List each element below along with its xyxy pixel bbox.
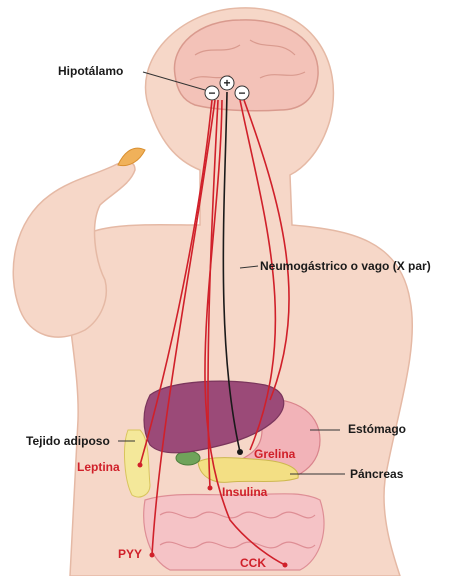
intestines — [144, 494, 324, 570]
endpoint-cck — [283, 563, 288, 568]
hormone-insulina: Insulina — [222, 485, 267, 499]
label-tejido-adiposo: Tejido adiposo — [26, 434, 110, 448]
hormone-cck: CCK — [240, 556, 266, 570]
vagus-endpoint — [237, 449, 243, 455]
label-estomago: Estómago — [348, 422, 406, 436]
label-nervio-vago: Neumogástrico o vago (X par) — [260, 259, 431, 273]
endpoint-insulina — [208, 486, 213, 491]
nucleus-center-sign: + — [223, 76, 230, 90]
hormone-grelina: Grelina — [254, 447, 295, 461]
nucleus-right-sign: − — [238, 86, 245, 100]
hormone-pyy: PYY — [118, 547, 142, 561]
nucleus-left-sign: − — [208, 86, 215, 100]
endpoint-leptina — [138, 463, 143, 468]
endpoint-pyy — [150, 553, 155, 558]
label-pancreas: Páncreas — [350, 467, 403, 481]
hormone-leptina: Leptina — [77, 460, 120, 474]
chip — [118, 148, 145, 166]
label-hipotalamo: Hipotálamo — [58, 64, 123, 78]
